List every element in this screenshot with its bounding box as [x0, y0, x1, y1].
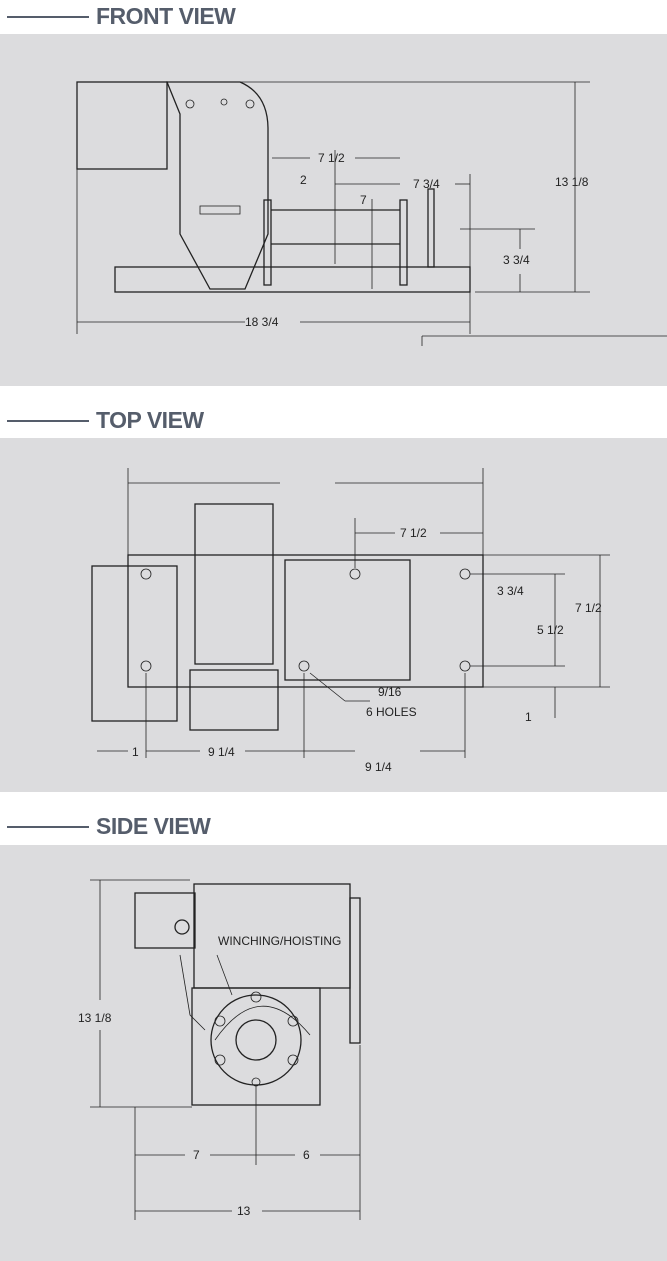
dim-hole-inner: 5 1/2: [537, 623, 564, 637]
front-view-header: FRONT VIEW: [0, 0, 667, 34]
dim-height: 13 1/8: [555, 175, 589, 189]
dim-holes-count: 6 HOLES: [366, 705, 417, 719]
dim-flange-dia: 7: [360, 193, 367, 207]
winching-hoisting-label: WINCHING/HOISTING: [218, 934, 341, 948]
header-rule: [7, 420, 89, 422]
dim-center-height: 3 3/4: [503, 253, 530, 267]
top-view-dimension-lines: [97, 468, 610, 758]
dim-width: 13: [237, 1204, 251, 1218]
header-rule: [7, 16, 89, 18]
front-view-dimension-lines: [76, 81, 667, 346]
side-view-title: SIDE VIEW: [96, 813, 211, 839]
dim-hole-right: 9 1/4: [365, 760, 392, 774]
dim-left: 7: [193, 1148, 200, 1162]
dim-edge-right: 1: [525, 710, 532, 724]
top-view-header: TOP VIEW: [0, 404, 667, 438]
dim-right: 6: [303, 1148, 310, 1162]
top-view-drawing: 7 1/2 3 3/4 5 1/2 7 1/2 1 1 9 1/4 9 1/4 …: [0, 438, 667, 792]
top-view-winch: [91, 503, 484, 731]
dim-hole-span-top: 7 1/2: [400, 526, 427, 540]
dim-depth: 7 1/2: [575, 601, 602, 615]
top-view-title: TOP VIEW: [96, 407, 204, 433]
front-view-winch: [76, 81, 471, 293]
front-view-drawing: 18 3/4 13 1/8 7 1/2 7 3/4 2 7 3 3/4: [0, 34, 667, 386]
front-view-title: FRONT VIEW: [96, 3, 236, 29]
side-view-winch: [134, 883, 361, 1106]
dim-flange-span: 7 3/4: [413, 177, 440, 191]
side-view-dimension-lines: [90, 879, 361, 1220]
dim-drum-offset: 7 1/2: [318, 151, 345, 165]
dim-width: 18 3/4: [245, 315, 279, 329]
dim-height: 13 1/8: [78, 1011, 112, 1025]
side-view-drawing: 13 1/8 7 6 13 WINCHING/HOISTING: [0, 845, 667, 1261]
dim-hole-spacing: 3 3/4: [497, 584, 524, 598]
dim-holes-dia: 9/16: [378, 685, 402, 699]
header-rule: [7, 826, 89, 828]
side-view-header: SIDE VIEW: [0, 810, 667, 844]
dim-hole-left: 9 1/4: [208, 745, 235, 759]
dim-drum-dia: 2: [300, 173, 307, 187]
dim-edge-left: 1: [132, 745, 139, 759]
